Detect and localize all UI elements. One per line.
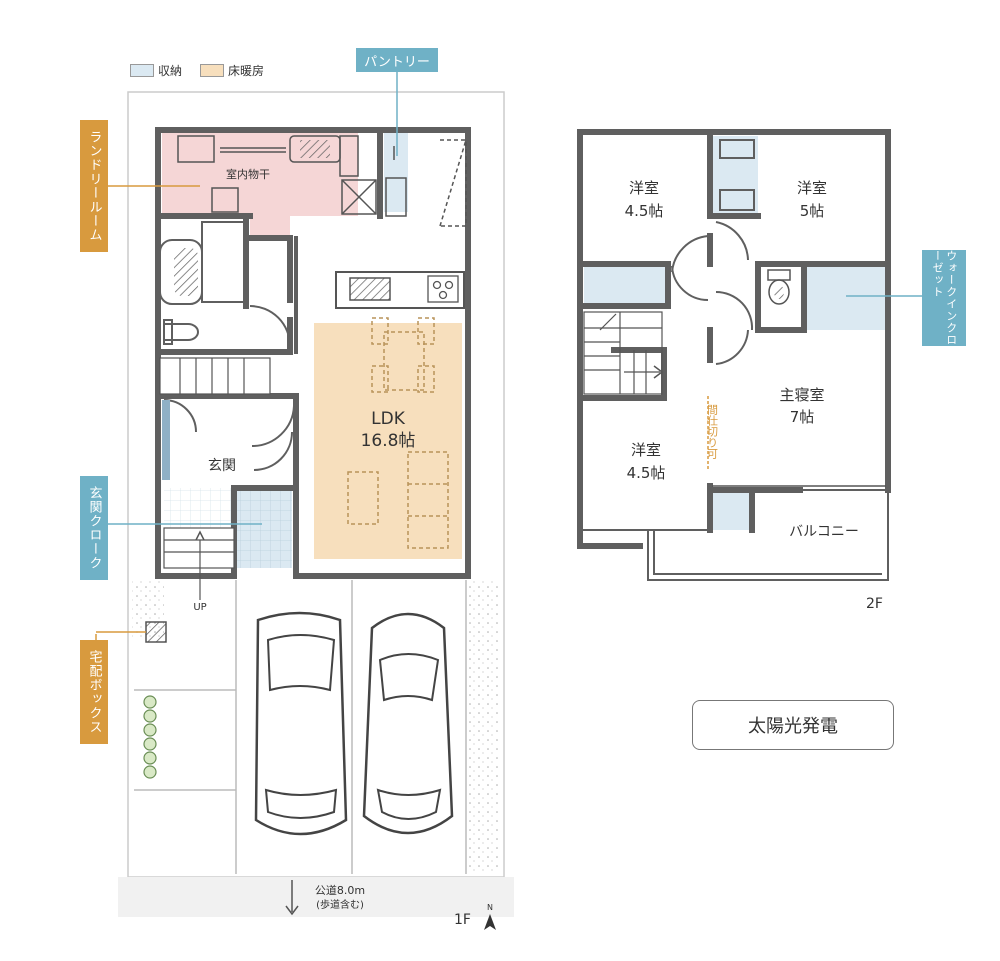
pantry-storage [384,132,408,212]
pantry-tag: パントリー [356,48,438,72]
entrance-label: 玄関 [208,457,236,474]
delivery-box-tag: 宅配ボックス [80,640,108,744]
up-label: UP [193,602,206,613]
room2-size: 5帖 [800,202,825,220]
legend-floor-heating-swatch [200,64,225,77]
walk-in-closet-storage [806,266,886,330]
room1-name: 洋室 [629,179,659,197]
room1-closet [584,266,668,306]
north-arrow-icon [484,914,496,930]
ldk-size-label: 16.8帖 [361,431,416,451]
ldk-floor-heating [314,323,462,559]
road-sub-label: (歩道含む) [316,898,364,911]
legend: 収納 床暖房 [130,62,264,79]
walls-2f [577,129,891,549]
ldk-label: LDK [371,409,406,429]
room2-name: 洋室 [797,179,827,197]
legend-floor-heating-label: 床暖房 [228,64,265,78]
laundry-room-fill-2 [250,132,290,238]
solar-power-badge: 太陽光発電 [692,700,894,750]
road [118,877,514,917]
car-left [254,611,348,836]
entrance-cloak-tag: 玄関クローク [80,476,108,580]
laundry-room-tag: ランドリールーム [80,120,108,252]
room3-name: 洋室 [631,441,661,459]
room2-closet [712,136,758,216]
walk-in-closet-tag: ウォークインクローゼット [922,250,966,346]
room3-size: 4.5帖 [627,464,666,482]
gravel-right [468,580,500,872]
master-name: 主寝室 [779,386,824,404]
legend-storage-swatch [130,64,154,77]
balcony-label: バルコニー [789,524,859,540]
legend-storage-label: 収納 [158,64,183,78]
balcony-storage [712,490,752,530]
car-right [362,612,454,835]
indoor-drying-label: 室内物干 [226,167,270,181]
room1-size: 4.5帖 [625,202,664,220]
floor-label-1f: 1F [454,912,471,928]
entrance-cloak-tiles [236,488,292,568]
master-size: 7帖 [790,408,815,426]
partition-label: 間仕切り可 [706,404,719,459]
floor-label-2f: 2F [866,596,883,612]
road-label: 公道8.0m [315,883,365,897]
north-label: N [487,903,493,912]
